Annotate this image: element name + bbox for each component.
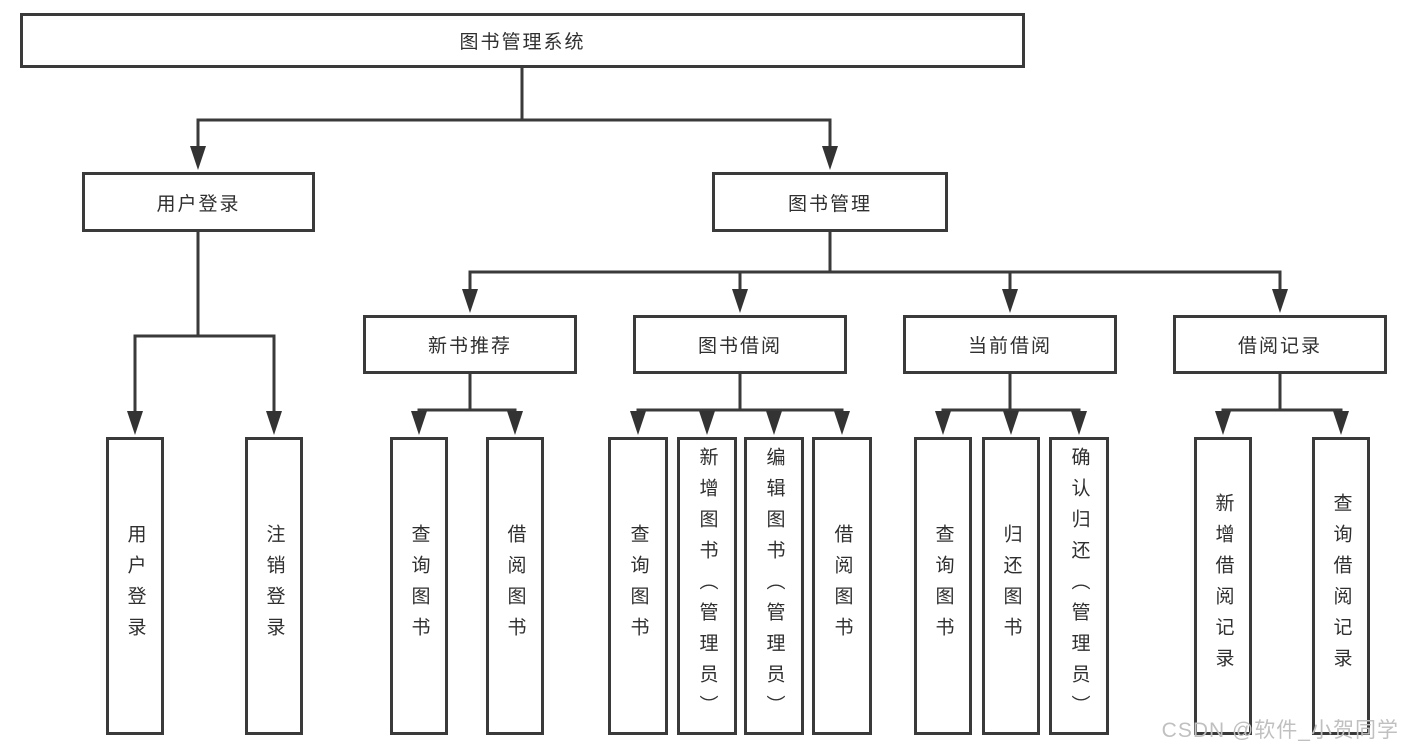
leaf-edit-books-admin: 编辑图书（管理员） — [744, 437, 804, 735]
leaf-return-books: 归还图书 — [982, 437, 1040, 735]
leaf-query-borrow-record: 查询借阅记录 — [1312, 437, 1370, 735]
leaf-borrow-books-2: 借阅图书 — [812, 437, 872, 735]
leaf-logout: 注销登录 — [245, 437, 303, 735]
leaf-confirm-return-admin: 确认归还（管理员） — [1049, 437, 1109, 735]
node-new-book-recommend: 新书推荐 — [363, 315, 577, 374]
leaf-borrow-books-1: 借阅图书 — [486, 437, 544, 735]
leaf-query-books-3: 查询图书 — [914, 437, 972, 735]
leaf-query-books-1: 查询图书 — [390, 437, 448, 735]
leaf-query-books-2: 查询图书 — [608, 437, 668, 735]
node-borrow-records: 借阅记录 — [1173, 315, 1387, 374]
node-root-system: 图书管理系统 — [20, 13, 1025, 68]
node-book-borrow: 图书借阅 — [633, 315, 847, 374]
leaf-user-login: 用户登录 — [106, 437, 164, 735]
node-user-login-branch: 用户登录 — [82, 172, 315, 232]
node-book-management-branch: 图书管理 — [712, 172, 948, 232]
csdn-watermark: CSDN @软件_小贺同学 — [1161, 719, 1399, 742]
leaf-add-borrow-record: 新增借阅记录 — [1194, 437, 1252, 735]
node-current-borrow: 当前借阅 — [903, 315, 1117, 374]
leaf-add-books-admin: 新增图书（管理员） — [677, 437, 737, 735]
